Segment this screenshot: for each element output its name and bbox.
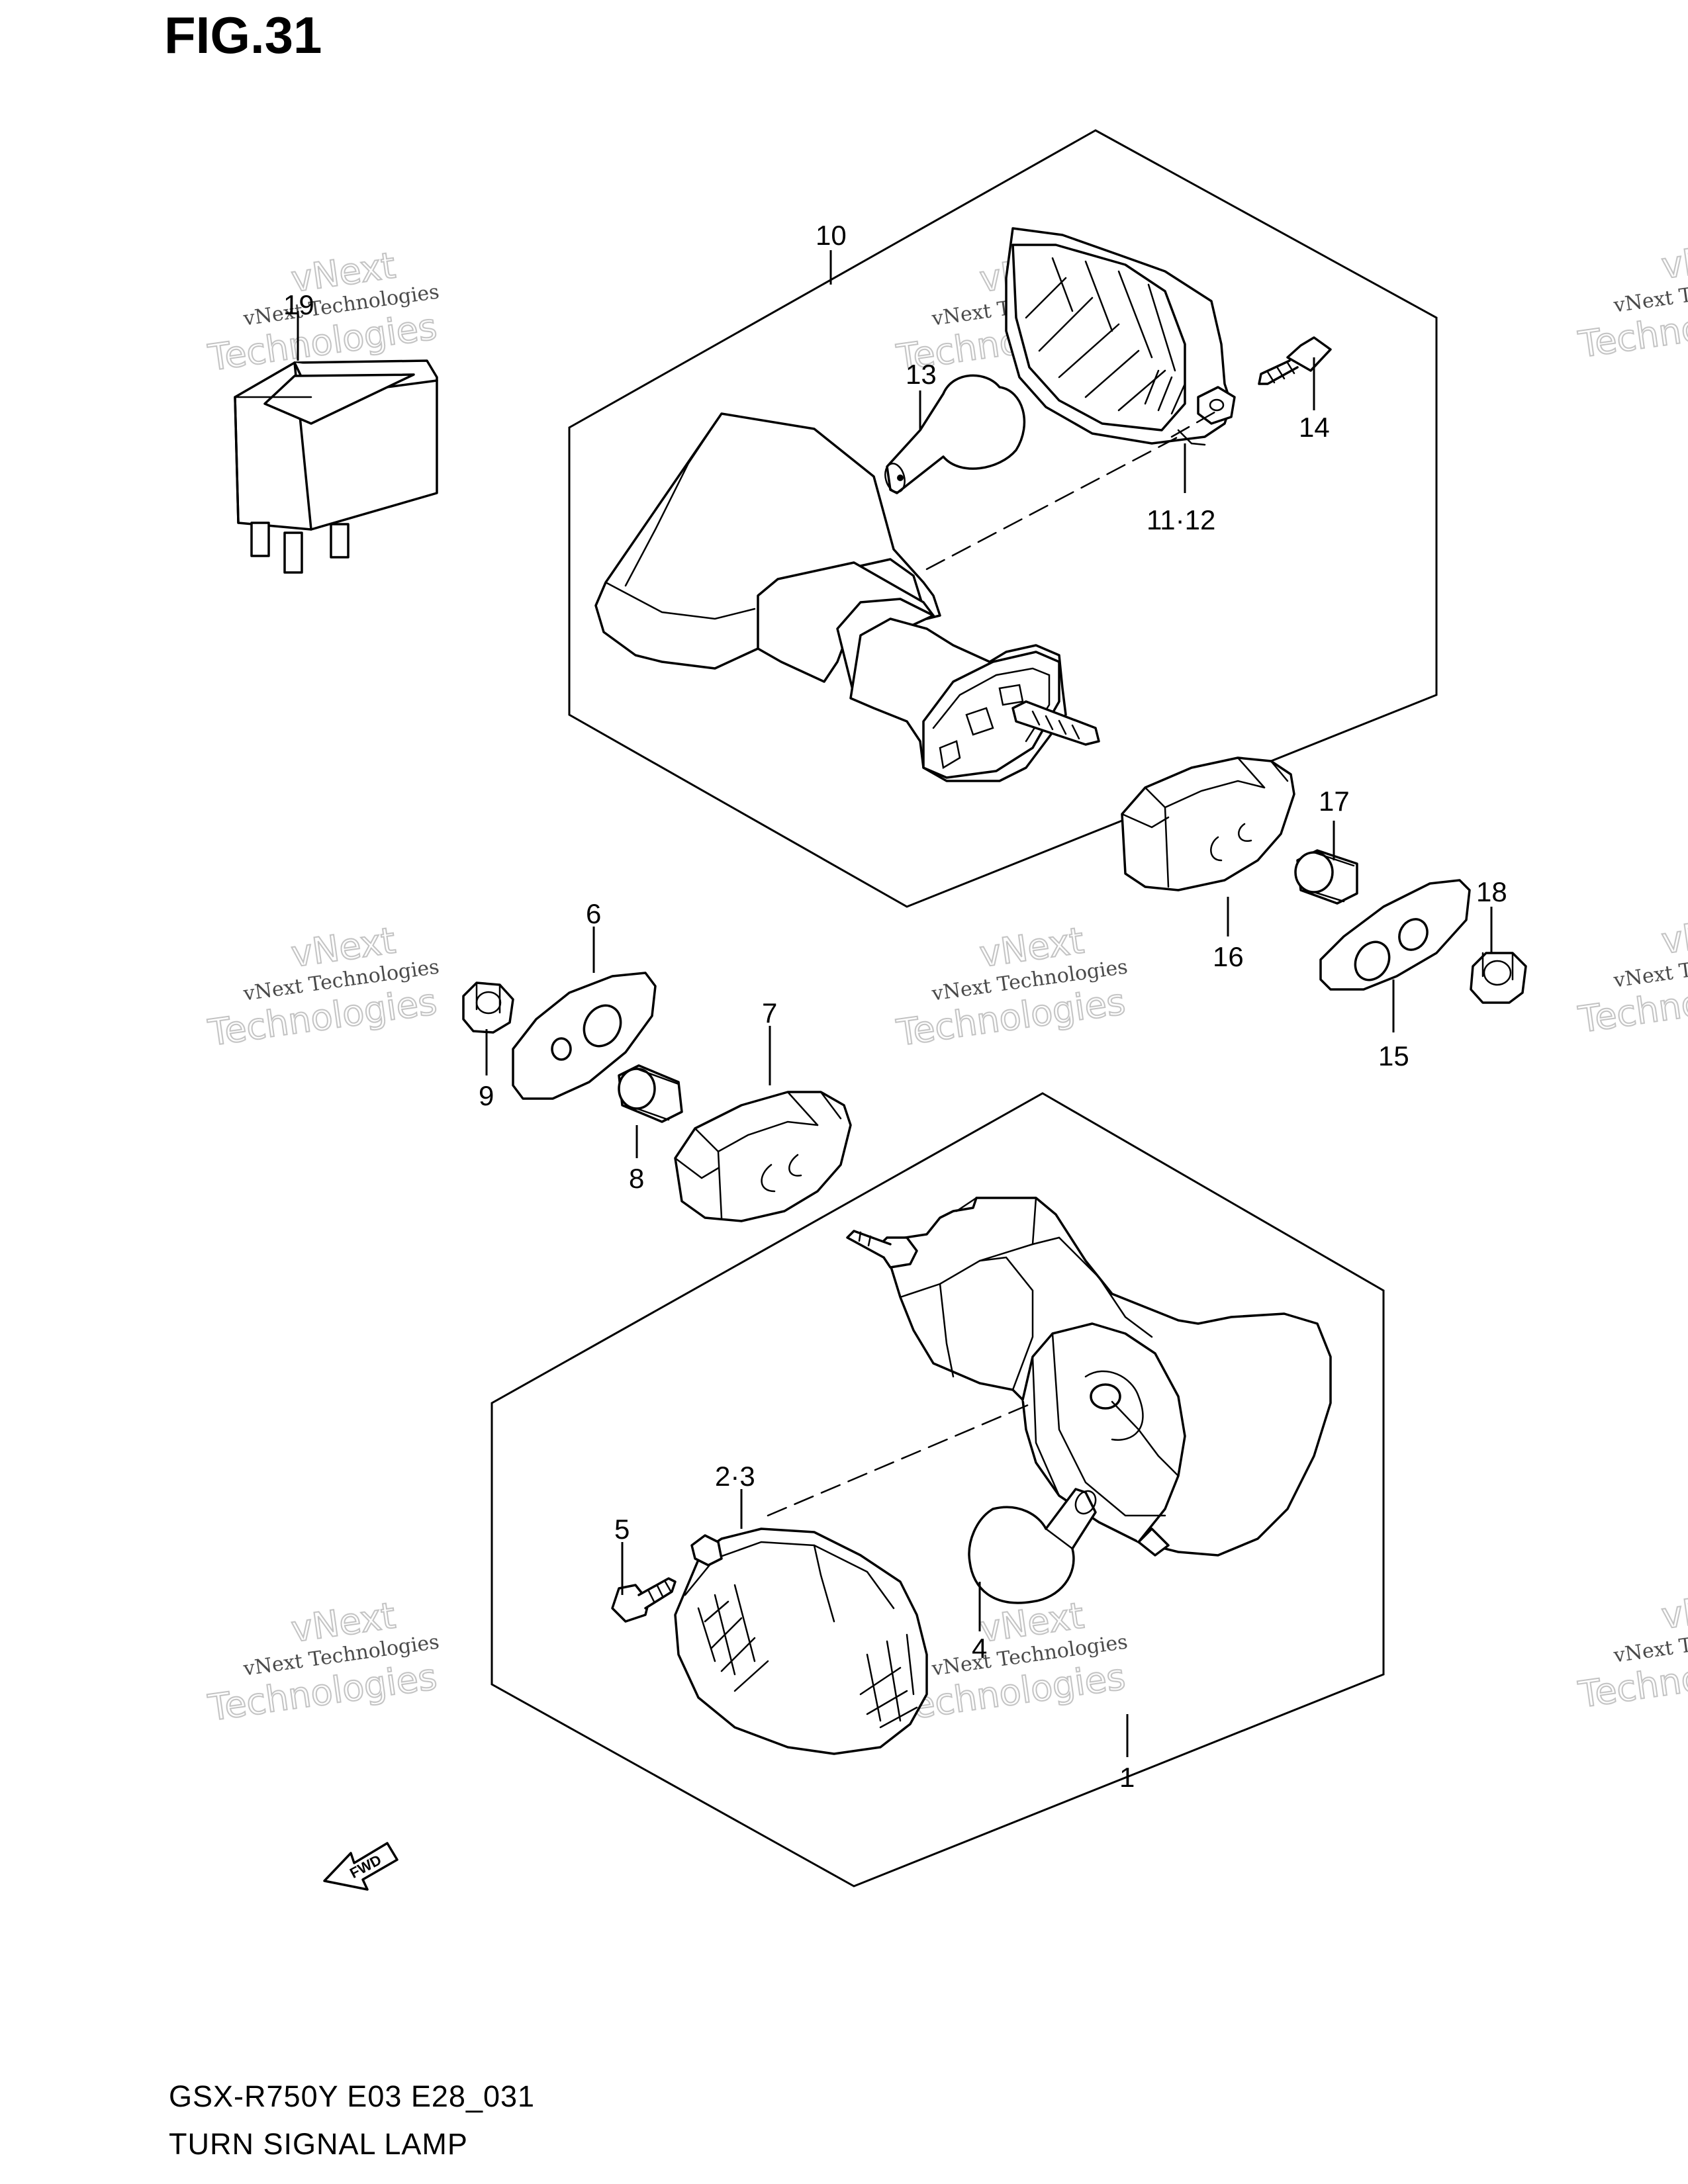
callout-10: 10 [816,220,847,251]
model-code: GSX-R750Y E03 E28_031 [169,2079,536,2113]
bulb-4[interactable] [968,1487,1100,1604]
turn-signal-housing-1[interactable] [846,1197,1332,1557]
nut-18[interactable] [1470,952,1527,1004]
callout-11-12: 11·12 [1147,504,1215,535]
assembly-line-lower [767,1402,1034,1517]
callout-9: 9 [479,1080,494,1111]
upper-assembly-box [568,129,1438,908]
fwd-arrow-icon: FWD [323,1842,399,1891]
assembly-line-upper-2 [1170,409,1219,438]
callout-19: 19 [283,289,314,320]
lower-assembly-box [491,1092,1385,1888]
section-name: TURN SIGNAL LAMP [169,2127,468,2161]
figure-title: FIG.31 [164,6,322,64]
watermark-vnext: vNext [1659,231,1688,287]
screw-14[interactable] [1258,336,1332,385]
callout-4: 4 [972,1633,987,1664]
callout-2-3: 2·3 [715,1461,755,1492]
callout-14: 14 [1299,412,1330,443]
watermark-vnext: vNext [1659,906,1688,962]
assembly-line-upper [925,435,1180,570]
callout-13: 13 [906,359,937,390]
collar-8[interactable] [618,1064,683,1123]
callout-16: 16 [1213,941,1244,972]
callout-7: 7 [762,997,777,1028]
callout-8: 8 [629,1163,644,1194]
callout-6: 6 [586,898,601,929]
callout-5: 5 [614,1514,630,1545]
plate-15[interactable] [1319,879,1471,991]
relay-19[interactable] [234,359,438,574]
callout-leaders [297,250,1493,1757]
callout-labels: 10 19 13 14 11·12 17 18 16 15 6 9 7 8 2·… [283,220,1507,1793]
callout-18: 18 [1476,876,1507,907]
upper-lens-11-12[interactable] [1005,227,1236,446]
watermark-vnext: vNext [1659,1581,1688,1637]
nut-9[interactable] [462,981,514,1034]
bulb-13[interactable] [882,374,1026,494]
plate-6[interactable] [512,972,657,1100]
lower-lens-2-3[interactable] [674,1527,928,1755]
collar-17[interactable] [1294,849,1358,905]
callout-15: 15 [1378,1040,1409,1071]
rubber-7[interactable] [674,1091,852,1222]
callout-1: 1 [1119,1762,1135,1793]
callout-17: 17 [1319,786,1350,817]
rubber-16[interactable] [1121,756,1295,891]
turn-signal-housing-10[interactable] [594,412,1100,782]
